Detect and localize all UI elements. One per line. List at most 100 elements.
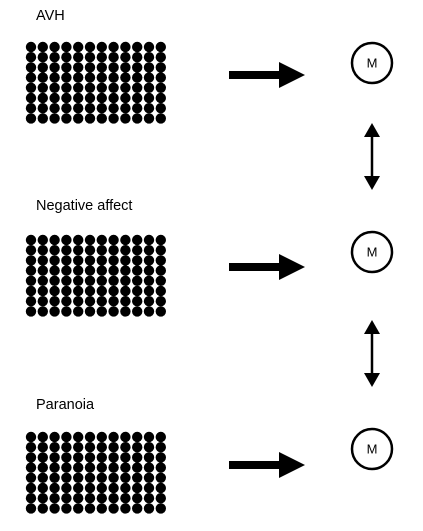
grid-dot: [96, 472, 108, 483]
grid-dot: [73, 52, 84, 63]
grid-dot: [108, 92, 119, 104]
grid-dot: [84, 62, 96, 73]
grid-dot: [84, 265, 96, 276]
grid-dot: [25, 82, 37, 94]
grid-dot: [155, 462, 166, 473]
grid-dot: [84, 234, 96, 246]
grid-dot: [61, 306, 72, 317]
grid-dot: [84, 275, 96, 286]
grid-dot: [155, 442, 166, 453]
grid-dot: [73, 472, 84, 483]
grid-dot: [84, 103, 96, 114]
grid-dot: [49, 462, 60, 473]
grid-dot: [143, 493, 155, 504]
grid-dot: [73, 503, 84, 514]
grid-dot: [25, 41, 37, 53]
grid-dot: [61, 482, 72, 494]
grid-dot: [143, 72, 155, 83]
grid-dot: [96, 245, 108, 256]
grid-dot: [96, 442, 108, 453]
grid-dot: [120, 72, 131, 83]
grid-dot: [132, 472, 143, 483]
grid-dot: [84, 472, 96, 483]
grid-dot: [49, 255, 60, 266]
grid-dot: [37, 462, 48, 473]
grid-dot: [73, 306, 84, 317]
grid-dot: [25, 92, 37, 104]
grid-dot: [49, 234, 60, 246]
grid-dot: [155, 41, 166, 53]
grid-dot: [73, 62, 84, 73]
grid-dot: [96, 82, 108, 94]
grid-dot: [84, 285, 96, 297]
grid-dot: [155, 234, 166, 246]
grid-dot: [49, 452, 60, 463]
grid-dot: [73, 462, 84, 473]
grid-dot: [132, 306, 143, 317]
grid-dot: [49, 493, 60, 504]
grid-dot: [155, 72, 166, 83]
grid-dot: [132, 431, 143, 443]
grid-dot: [61, 431, 72, 443]
grid-dot: [132, 493, 143, 504]
grid-dot: [49, 92, 60, 104]
grid-dot: [96, 482, 108, 494]
grid-dot: [155, 482, 166, 494]
grid-dot: [108, 82, 119, 94]
grid-dot: [37, 265, 48, 276]
grid-dot: [132, 442, 143, 453]
grid-dot: [155, 503, 166, 514]
bidirectional-arrow-negative-affect-paranoia: [364, 320, 380, 387]
grid-dot: [25, 306, 37, 317]
grid-dot: [96, 285, 108, 297]
grid-dot: [49, 82, 60, 94]
grid-dot: [84, 82, 96, 94]
node-avh: M: [350, 41, 394, 85]
grid-dot: [49, 113, 60, 124]
grid-dot: [155, 245, 166, 256]
grid-dot: [132, 52, 143, 63]
grid-dot: [49, 431, 60, 443]
grid-dot: [96, 296, 108, 307]
grid-dot: [37, 103, 48, 114]
grid-dot: [132, 234, 143, 246]
grid-dot: [49, 503, 60, 514]
grid-dot: [61, 245, 72, 256]
grid-dot: [84, 442, 96, 453]
grid-dot: [120, 462, 131, 473]
grid-dot: [132, 92, 143, 104]
grid-dot: [108, 103, 119, 114]
grid-dot: [37, 493, 48, 504]
grid-dot: [96, 265, 108, 276]
grid-dot: [143, 296, 155, 307]
node-label-negative-affect: M: [367, 245, 378, 260]
row-label-avh: AVH: [36, 8, 65, 24]
grid-dot: [49, 472, 60, 483]
grid-dot: [120, 452, 131, 463]
grid-dot: [120, 234, 131, 246]
grid-dot: [25, 431, 37, 443]
grid-dot: [61, 82, 72, 94]
grid-dot: [96, 493, 108, 504]
node-negative-affect: M: [350, 230, 394, 274]
dot-grid-avh: [25, 41, 166, 124]
grid-dot: [37, 442, 48, 453]
grid-dot: [73, 285, 84, 297]
dot-grid-paranoia: [25, 431, 166, 514]
grid-dot: [108, 265, 119, 276]
grid-dot: [61, 52, 72, 63]
grid-dot: [155, 113, 166, 124]
grid-dot: [96, 275, 108, 286]
node-paranoia: M: [350, 427, 394, 471]
grid-dot: [143, 503, 155, 514]
grid-dot: [132, 103, 143, 114]
grid-dot: [37, 82, 48, 94]
grid-dot: [96, 62, 108, 73]
grid-dot: [120, 255, 131, 266]
grid-dot: [25, 255, 37, 266]
grid-dot: [37, 503, 48, 514]
grid-dot: [143, 472, 155, 483]
grid-dot: [25, 52, 37, 63]
grid-dot: [37, 472, 48, 483]
grid-dot: [49, 72, 60, 83]
